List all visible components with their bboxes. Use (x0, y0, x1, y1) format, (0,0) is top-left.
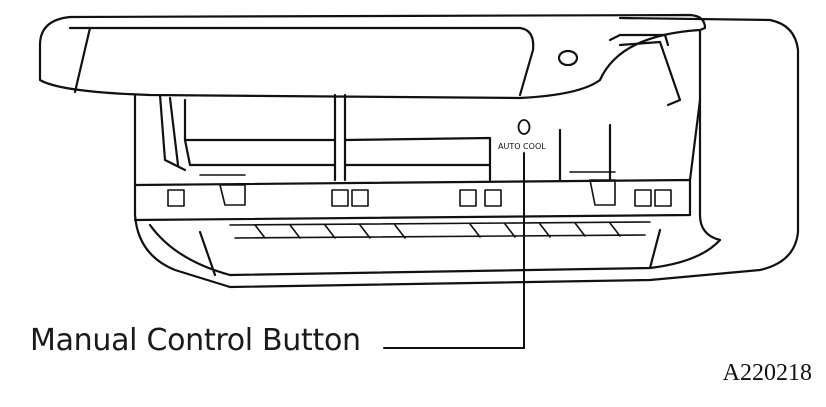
callout-label: Manual Control Button (30, 323, 361, 358)
front-panel-open (38, 13, 707, 107)
manual-control-button-icon[interactable]: AUTO COOL (498, 119, 546, 151)
unit-body (133, 16, 800, 289)
button-text: AUTO COOL (498, 142, 546, 151)
callout-leader (383, 152, 525, 349)
figure-code: A220218 (722, 360, 812, 386)
vane-row (167, 171, 672, 239)
filter-area (158, 93, 612, 182)
